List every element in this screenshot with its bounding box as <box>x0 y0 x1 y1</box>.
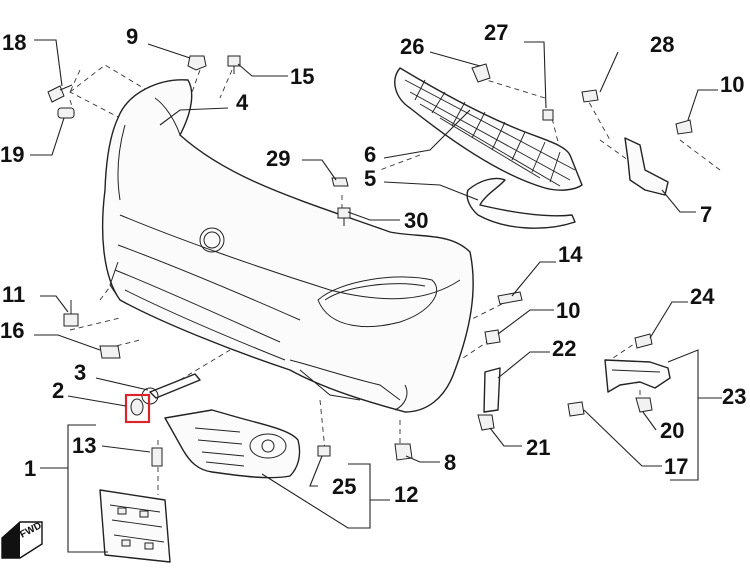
tow-hook <box>141 373 201 405</box>
callout-23: 23 <box>722 384 746 409</box>
callout-17: 17 <box>664 454 688 479</box>
callout-10-lower: 10 <box>556 298 580 323</box>
callout-24: 24 <box>690 284 715 309</box>
callout-14: 14 <box>558 242 583 267</box>
side-support-23 <box>604 359 671 393</box>
callout-8: 8 <box>444 450 456 475</box>
callout-5: 5 <box>364 166 376 191</box>
callout-22: 22 <box>552 336 576 361</box>
callout-1: 1 <box>24 456 36 481</box>
callout-10-upper: 10 <box>720 72 744 97</box>
callout-11: 11 <box>2 282 25 307</box>
callout-12: 12 <box>394 482 418 507</box>
callout-25: 25 <box>332 474 356 499</box>
callout-20: 20 <box>660 418 684 443</box>
bumper-cover <box>101 79 474 413</box>
callout-30: 30 <box>404 208 428 233</box>
license-plate-bracket <box>99 489 171 563</box>
callout-labels: 18 19 9 15 4 26 27 28 10 6 5 7 29 30 11 … <box>0 20 746 507</box>
highlight-box <box>124 393 151 424</box>
callout-21: 21 <box>526 435 550 460</box>
upper-grille <box>394 67 583 191</box>
callout-3: 3 <box>74 360 86 385</box>
callout-27: 27 <box>484 20 508 45</box>
callout-4: 4 <box>236 90 249 115</box>
callout-9: 9 <box>126 24 138 49</box>
leader-lines <box>30 39 722 553</box>
callout-18: 18 <box>2 30 26 55</box>
clip-21 <box>477 414 495 431</box>
grille-trim <box>466 177 576 229</box>
callout-29: 29 <box>266 146 290 171</box>
callout-7: 7 <box>700 202 712 227</box>
fog-light-bezel <box>164 409 301 479</box>
callout-19: 19 <box>0 142 24 167</box>
callout-6: 6 <box>364 142 376 167</box>
side-support-22 <box>483 367 501 413</box>
tow-hook-cap <box>124 393 151 424</box>
callout-15: 15 <box>290 64 314 89</box>
callout-28: 28 <box>650 32 674 57</box>
clip-20 <box>635 397 653 413</box>
callout-2: 2 <box>52 378 64 403</box>
forward-direction-badge: FWD <box>1 520 44 559</box>
callout-16: 16 <box>0 318 24 343</box>
callout-13: 13 <box>72 433 96 458</box>
callout-26: 26 <box>400 34 424 59</box>
side-bracket <box>624 137 669 196</box>
